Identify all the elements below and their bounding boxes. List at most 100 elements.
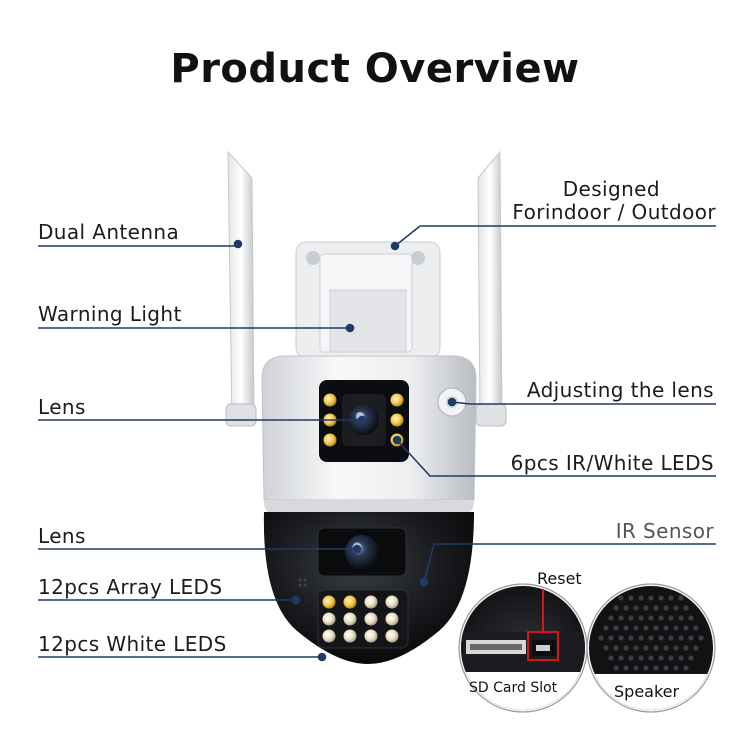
speaker-hole — [663, 625, 669, 631]
speaker-hole — [648, 595, 654, 601]
speaker-hole — [628, 655, 634, 661]
label-reset: Reset — [537, 569, 582, 588]
array-led — [343, 629, 357, 643]
speaker-hole — [678, 595, 684, 601]
speaker-hole — [663, 665, 669, 671]
speaker-hole — [653, 605, 659, 611]
speaker-hole — [663, 605, 669, 611]
speaker-hole — [618, 655, 624, 661]
speaker-hole — [643, 625, 649, 631]
speaker-hole — [608, 655, 614, 661]
speaker-hole — [683, 645, 689, 651]
speaker-hole — [628, 635, 634, 641]
upper-body — [261, 355, 477, 512]
array-led — [385, 629, 399, 643]
speaker-hole — [688, 615, 694, 621]
label-lens-bottom: Lens — [38, 524, 86, 548]
label-white-leds: 12pcs White LEDS — [38, 632, 227, 656]
speaker-hole — [623, 665, 629, 671]
speaker-hole — [618, 615, 624, 621]
speaker-hole — [633, 605, 639, 611]
speaker-hole — [618, 635, 624, 641]
array-led — [322, 595, 336, 609]
speaker-hole — [613, 665, 619, 671]
led-array — [322, 595, 399, 643]
speaker-hole — [643, 605, 649, 611]
label-ir-white-leds: 6pcs IR/White LEDS — [510, 451, 714, 475]
label-dual-antenna: Dual Antenna — [38, 220, 180, 244]
array-led — [364, 629, 378, 643]
speaker-hole — [628, 615, 634, 621]
speaker-hole — [693, 645, 699, 651]
speaker-hole — [603, 625, 609, 631]
speaker-hole — [633, 645, 639, 651]
speaker-hole — [608, 635, 614, 641]
speaker-hole — [638, 635, 644, 641]
speaker-hole — [638, 655, 644, 661]
label-speaker: Speaker — [614, 682, 680, 701]
speaker-hole — [683, 665, 689, 671]
label-adjusting-lens: Adjusting the lens — [526, 378, 714, 402]
speaker-hole — [613, 645, 619, 651]
array-led — [343, 612, 357, 626]
speaker-hole — [598, 635, 604, 641]
array-led — [364, 595, 378, 609]
speaker-hole — [673, 605, 679, 611]
speaker-hole — [683, 605, 689, 611]
speaker-hole — [678, 655, 684, 661]
speaker-hole — [698, 635, 704, 641]
speaker-hole — [658, 635, 664, 641]
array-led — [322, 629, 336, 643]
array-led — [364, 612, 378, 626]
speaker-hole — [658, 595, 664, 601]
speaker-hole — [668, 615, 674, 621]
speaker-hole — [623, 645, 629, 651]
bottom-lens — [345, 535, 379, 569]
array-led — [385, 595, 399, 609]
speaker-hole — [648, 615, 654, 621]
array-led — [385, 612, 399, 626]
speaker-hole — [623, 605, 629, 611]
speaker-hole — [658, 615, 664, 621]
speaker-hole — [678, 615, 684, 621]
speaker-hole — [653, 645, 659, 651]
speaker-hole — [648, 635, 654, 641]
array-led — [322, 612, 336, 626]
speaker-hole — [693, 625, 699, 631]
speaker-hole — [643, 665, 649, 671]
speaker-hole — [628, 595, 634, 601]
speaker-hole — [638, 595, 644, 601]
speaker-hole — [623, 625, 629, 631]
label-warning-light: Warning Light — [38, 302, 182, 326]
speaker-hole — [608, 615, 614, 621]
speaker-hole — [678, 635, 684, 641]
label-designed-line2: Forindoor / Outdoor — [512, 200, 716, 224]
label-designed-line1: Designed — [562, 177, 660, 201]
wall-mount-plate — [295, 241, 441, 359]
speaker-hole — [673, 645, 679, 651]
speaker-hole — [653, 665, 659, 671]
speaker-hole — [668, 595, 674, 601]
speaker-hole — [668, 635, 674, 641]
speaker-hole — [673, 665, 679, 671]
ir-led — [323, 393, 337, 407]
speaker-hole — [633, 665, 639, 671]
speaker-hole — [603, 645, 609, 651]
label-sd-card-slot: SD Card Slot — [469, 680, 558, 696]
ir-led — [390, 413, 404, 427]
label-ir-sensor: IR Sensor — [615, 519, 714, 543]
right-antenna — [475, 150, 507, 427]
speaker-hole — [633, 625, 639, 631]
left-antenna — [225, 150, 257, 427]
speaker-hole — [613, 625, 619, 631]
speaker-hole — [643, 645, 649, 651]
speaker-hole — [653, 625, 659, 631]
speaker-hole — [613, 605, 619, 611]
sd-card-slot-inset — [458, 583, 588, 713]
speaker-hole — [673, 625, 679, 631]
speaker-hole — [683, 625, 689, 631]
speaker-hole — [663, 645, 669, 651]
ir-led — [390, 393, 404, 407]
speaker-hole — [688, 635, 694, 641]
